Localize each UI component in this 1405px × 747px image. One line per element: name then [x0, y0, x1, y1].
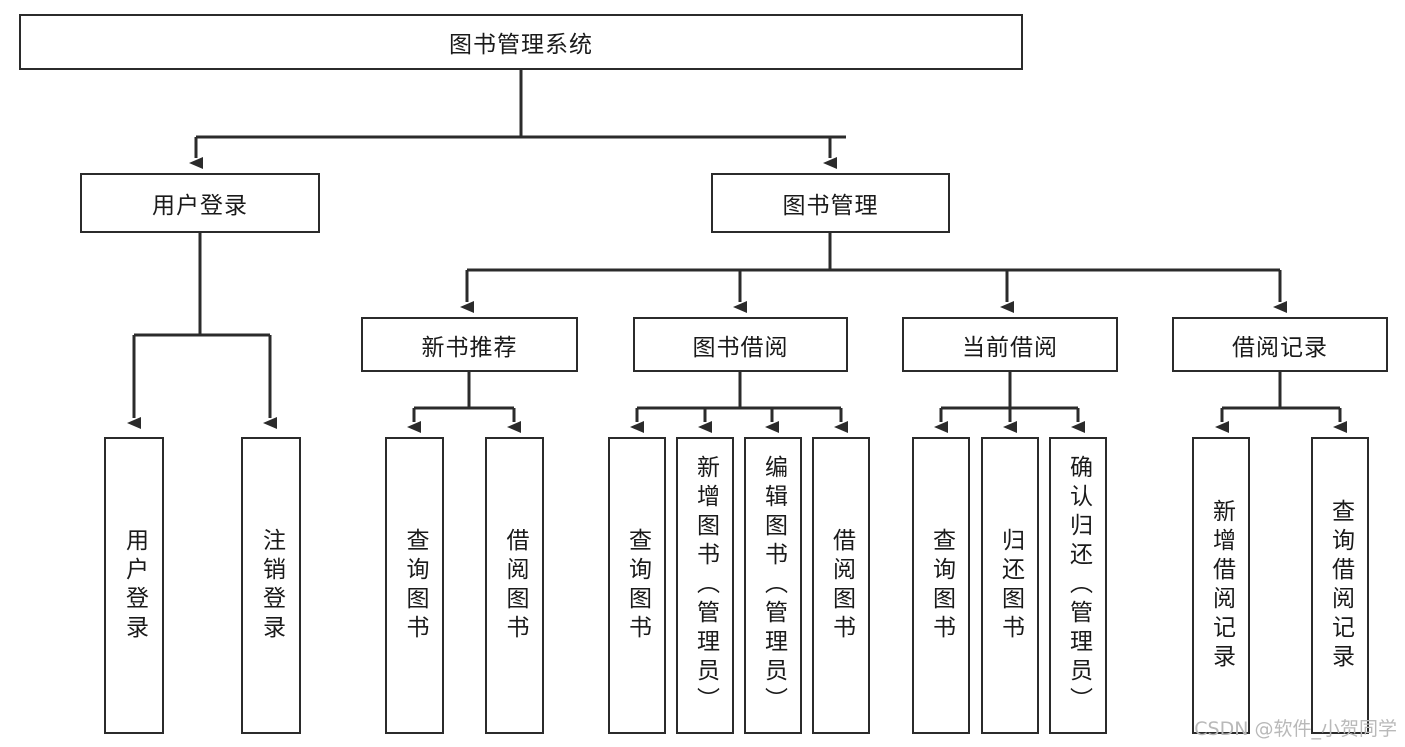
node-leaf-query-borrow-record[interactable]: 查询借阅记录 — [1311, 437, 1369, 734]
node-leaf-query-book-3[interactable]: 查询图书 — [912, 437, 970, 734]
node-book-borrow[interactable]: 图书借阅 — [633, 317, 848, 372]
node-leaf-return-book-label: 归还图书 — [997, 527, 1024, 644]
node-leaf-borrow-book-2-label: 借阅图书 — [828, 527, 855, 644]
node-leaf-borrow-book-1[interactable]: 借阅图书 — [485, 437, 544, 734]
node-new-book-recommend-label: 新书推荐 — [421, 334, 518, 361]
node-leaf-return-book[interactable]: 归还图书 — [981, 437, 1039, 734]
node-current-borrow[interactable]: 当前借阅 — [902, 317, 1118, 372]
node-book-manage-label: 图书管理 — [782, 193, 879, 219]
node-leaf-logout-login-label: 注销登录 — [258, 527, 285, 644]
node-borrow-record-label: 借阅记录 — [1232, 334, 1328, 361]
node-leaf-query-book-2[interactable]: 查询图书 — [608, 437, 666, 734]
node-leaf-logout-login[interactable]: 注销登录 — [241, 437, 301, 734]
node-root[interactable]: 图书管理系统 — [19, 14, 1023, 70]
node-leaf-add-book-admin[interactable]: 新增图书（管理员） — [676, 437, 734, 734]
node-borrow-record[interactable]: 借阅记录 — [1172, 317, 1388, 372]
node-leaf-borrow-book-1-label: 借阅图书 — [502, 527, 528, 644]
node-leaf-add-book-admin-label: 新增图书（管理员） — [692, 455, 719, 716]
node-leaf-add-borrow-record-label: 新增借阅记录 — [1208, 498, 1235, 673]
node-leaf-borrow-book-2[interactable]: 借阅图书 — [812, 437, 870, 734]
node-leaf-confirm-return-admin-label: 确认归还（管理员） — [1065, 455, 1092, 716]
node-root-label: 图书管理系统 — [449, 32, 593, 58]
node-current-borrow-label: 当前借阅 — [962, 334, 1058, 361]
node-leaf-user-login-label: 用户登录 — [121, 527, 148, 644]
node-book-borrow-label: 图书借阅 — [692, 334, 789, 361]
node-leaf-edit-book-admin[interactable]: 编辑图书（管理员） — [744, 437, 802, 734]
csdn-watermark: CSDN @软件_小贺同学 — [1194, 718, 1397, 740]
node-leaf-query-book-3-label: 查询图书 — [928, 527, 955, 644]
node-book-manage[interactable]: 图书管理 — [711, 173, 950, 233]
node-user-login-label: 用户登录 — [152, 193, 248, 219]
node-new-book-recommend[interactable]: 新书推荐 — [361, 317, 578, 372]
node-leaf-query-book-2-label: 查询图书 — [624, 527, 651, 644]
node-leaf-confirm-return-admin[interactable]: 确认归还（管理员） — [1049, 437, 1107, 734]
node-leaf-user-login[interactable]: 用户登录 — [104, 437, 164, 734]
node-user-login[interactable]: 用户登录 — [80, 173, 320, 233]
node-leaf-query-borrow-record-label: 查询借阅记录 — [1327, 498, 1354, 673]
node-leaf-add-borrow-record[interactable]: 新增借阅记录 — [1192, 437, 1250, 734]
node-leaf-query-book-1[interactable]: 查询图书 — [385, 437, 444, 734]
node-leaf-query-book-1-label: 查询图书 — [402, 527, 428, 644]
node-leaf-edit-book-admin-label: 编辑图书（管理员） — [760, 455, 787, 716]
